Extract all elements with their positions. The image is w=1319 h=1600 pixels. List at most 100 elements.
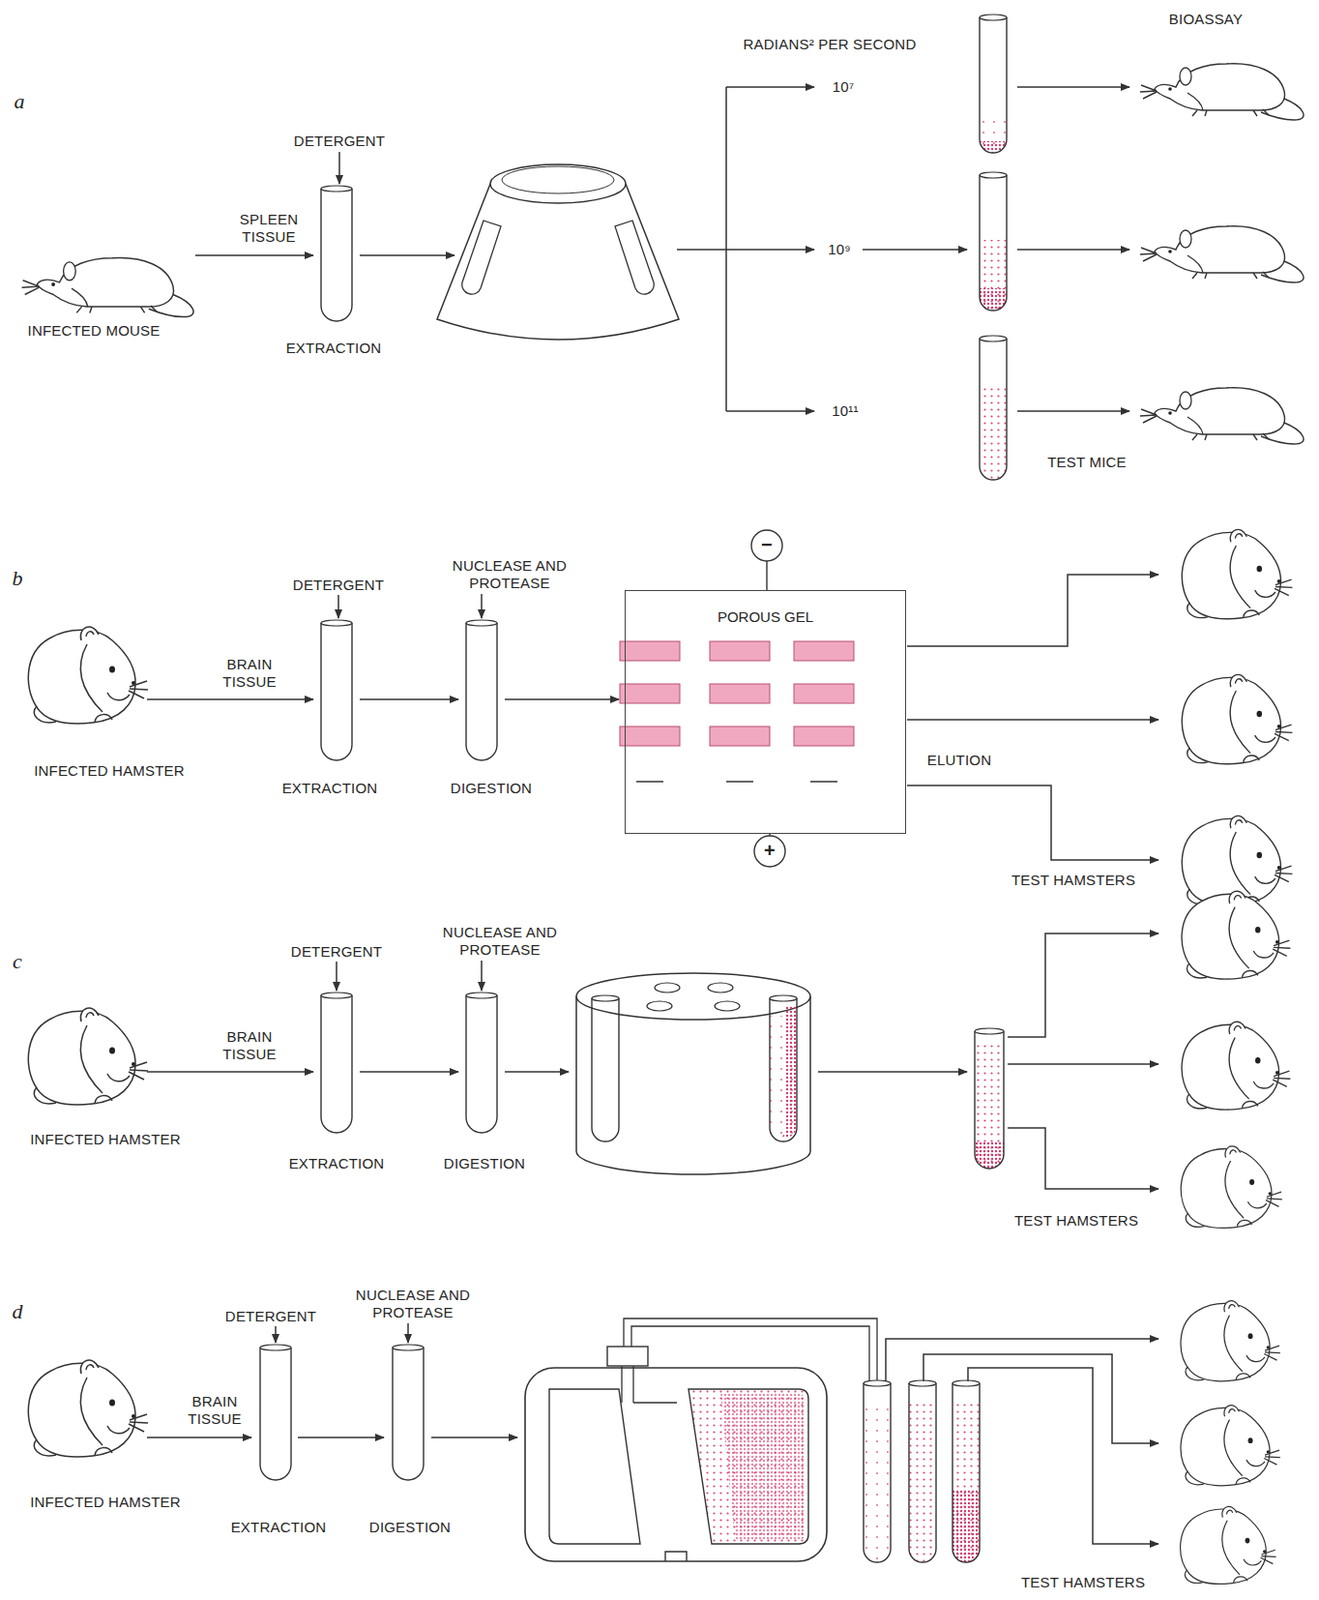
tube-contents — [979, 116, 1007, 153]
test-tube — [392, 1347, 424, 1480]
hamster-outline — [1230, 690, 1251, 754]
hamster-outline — [1225, 1145, 1241, 1158]
hamster-nose — [1277, 724, 1282, 729]
mouse-outline — [22, 280, 40, 295]
test-tube-rim — [392, 1344, 424, 1350]
gel-well — [636, 780, 664, 783]
gel-band — [793, 683, 854, 704]
test-tube — [863, 1382, 891, 1562]
hamster-outline — [1230, 545, 1251, 609]
mouse-outline — [1154, 63, 1285, 111]
hamster-nose — [1277, 865, 1282, 870]
step-label: DETERGENT — [293, 576, 384, 594]
hamster-outline — [1181, 531, 1281, 618]
mouse-outline — [1192, 109, 1269, 117]
hamster-outline — [80, 644, 103, 712]
zonal-rotor-housing — [525, 1367, 827, 1561]
step-label: EXTRACTION — [286, 339, 382, 357]
hamster-outline — [1224, 1419, 1243, 1476]
panel-letter: b — [11, 569, 23, 587]
hamster-outline — [1226, 1509, 1232, 1514]
hamster-eye — [1255, 926, 1261, 933]
test-tube-rim — [769, 995, 797, 1001]
hamster-outline — [1230, 528, 1247, 542]
step-label: NUCLEASE AND PROTEASE — [352, 1286, 474, 1321]
hamster-nose — [131, 1061, 136, 1066]
hamster-outline — [1186, 1093, 1207, 1109]
step-label: 10⁷ — [832, 78, 855, 96]
mouse-outline — [1140, 85, 1157, 99]
hamster-nose — [1262, 1549, 1266, 1553]
hamster-outline — [1246, 1459, 1265, 1466]
mouse-outline — [1187, 92, 1203, 111]
flow-arrow — [1017, 86, 1130, 88]
mouse — [1140, 226, 1304, 283]
hamster-outline — [1235, 1373, 1251, 1379]
hamster-outline — [1234, 820, 1242, 825]
gel-band — [619, 726, 680, 746]
node-label: POROUS GEL — [625, 590, 906, 626]
hamster-outline — [1255, 876, 1276, 883]
hamster — [1181, 890, 1290, 979]
step-label: DETERGENT — [293, 132, 385, 150]
mouse-eye — [1168, 249, 1173, 254]
hamster-outline — [1186, 963, 1207, 978]
hamster — [1180, 1145, 1283, 1229]
hamster-outline — [1243, 1558, 1261, 1565]
panel-letter: a — [13, 92, 25, 111]
hamster-outline — [128, 1413, 148, 1432]
hamster-outline — [1247, 1201, 1266, 1208]
mouse-outline — [76, 305, 157, 313]
flow-arrow — [146, 1436, 252, 1438]
reagent-arrow — [480, 593, 483, 618]
hamster-outline — [1263, 1345, 1281, 1360]
hamster-eye — [1257, 851, 1263, 858]
flow-arrow — [1007, 933, 1159, 1037]
hamster-eye — [1255, 1056, 1261, 1063]
reagent-arrow — [480, 960, 483, 991]
step-label: INFECTED MOUSE — [28, 322, 161, 340]
hamster-outline — [1234, 533, 1242, 539]
mouse-outline — [36, 257, 174, 307]
step-label: TEST MICE — [1047, 453, 1127, 471]
step-label: EXTRACTION — [289, 1154, 385, 1173]
test-tube — [952, 1382, 980, 1562]
mouse-ear — [1179, 391, 1192, 410]
flow-arrow — [726, 86, 815, 88]
rotor-rim — [501, 166, 615, 194]
hamster-outline — [1180, 1148, 1272, 1229]
hamster-outline — [1272, 939, 1290, 956]
hamster-outline — [1233, 1576, 1248, 1583]
flow-arrow — [359, 1070, 459, 1073]
hamster-outline — [1253, 950, 1274, 958]
step-label: 10⁹ — [827, 240, 851, 259]
hamster-outline — [80, 1377, 103, 1445]
hamster — [28, 1359, 148, 1457]
step-label: TEST HAMSTERS — [1014, 1211, 1139, 1230]
rotor-top — [576, 972, 811, 1020]
flow-arrow — [1007, 1062, 1159, 1065]
test-tube — [321, 622, 352, 761]
rotor-hole — [646, 1000, 673, 1011]
hamster-outline — [1274, 724, 1292, 741]
test-tube — [466, 622, 498, 761]
hamster-outline — [94, 714, 113, 722]
hamster-nose — [1275, 1070, 1280, 1075]
panel-letter: c — [12, 952, 23, 970]
gel-band — [709, 726, 770, 746]
hamster-eye — [1245, 1537, 1251, 1544]
rotor-top — [490, 164, 626, 204]
gel-well — [726, 780, 754, 783]
flow-arrow — [885, 1338, 1159, 1381]
hamster-outline — [94, 1447, 113, 1455]
mouse-outline — [1187, 416, 1203, 435]
rotor-cap — [607, 1346, 648, 1366]
hamster-nose — [1266, 1345, 1270, 1349]
mouse-eye — [1168, 410, 1173, 415]
hamster-outline — [1241, 1100, 1258, 1108]
hamster-outline — [1222, 1520, 1240, 1575]
hamster-nose — [1268, 1191, 1272, 1195]
hamster-outline — [1233, 1025, 1241, 1031]
hamster-outline — [1224, 1300, 1239, 1313]
step-label: BIOASSAY — [1169, 10, 1243, 29]
